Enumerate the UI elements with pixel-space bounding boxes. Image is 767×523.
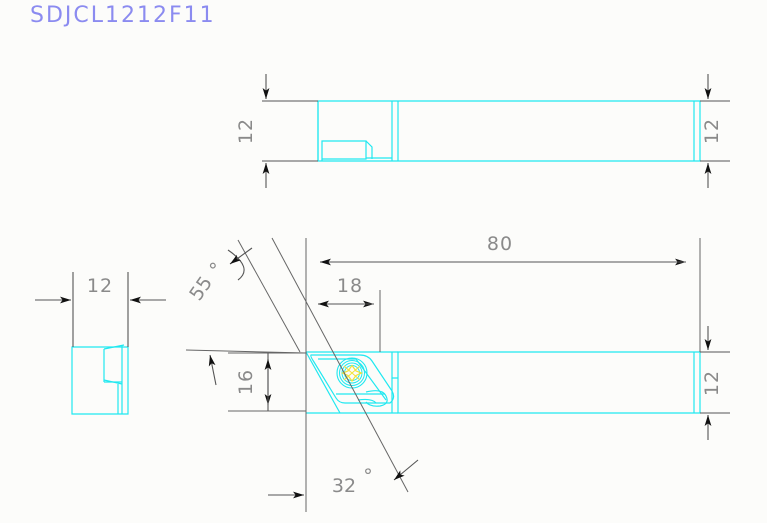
dim-top-view-right-12 [700,74,730,188]
dim-shank-height-12 [700,326,730,440]
dim-end-view-12 [35,272,166,347]
angle-32-leader [268,459,419,499]
dim-label-32-degree-symbol: ° [363,465,373,487]
front-view-part-outline [305,351,701,414]
angle-55-leader [227,247,253,281]
dim-label-32: 32 [332,475,356,497]
dim-label-shank-12: 12 [701,370,723,396]
drawing-title: SDJCL1212F11 [30,3,216,28]
dim-top-view-left-12 [262,74,318,188]
angle-55-tick-arrow [208,354,217,386]
dim-label-80: 80 [487,233,513,255]
insert-clamp-screw [336,357,368,389]
end-view-part-outline [71,344,129,415]
dim-label-end-view-12: 12 [87,275,113,297]
angle-32-label-group: 32 ° [332,465,373,497]
angle-55-label-group: 55 ° [185,258,229,304]
top-view-part-outline [317,100,701,162]
dim-label-top-right-12: 12 [701,118,723,144]
dim-label-16: 16 [235,369,257,395]
dim-label-55-degree-symbol: ° [205,258,228,278]
dim-label-top-left-12: 12 [235,118,257,144]
dim-label-18: 18 [337,275,363,297]
dim-label-55: 55 [185,272,217,304]
construction-lines [185,237,701,512]
